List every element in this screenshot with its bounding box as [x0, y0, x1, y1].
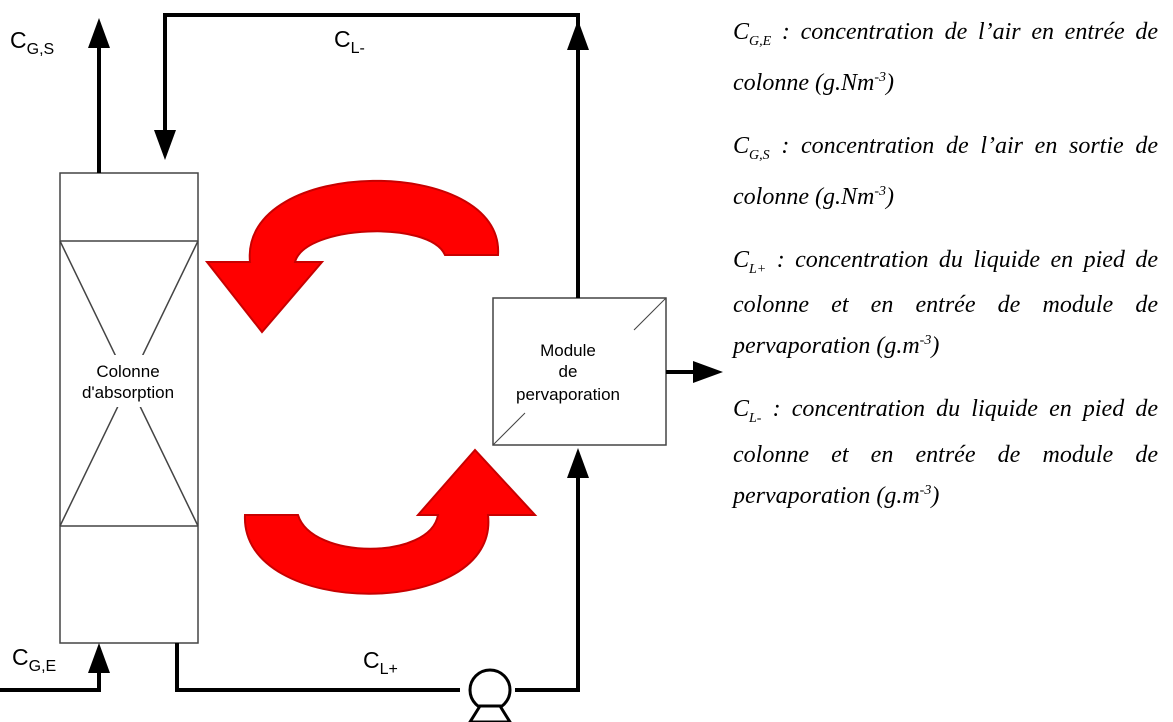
module-label-line3: pervaporation: [516, 385, 620, 404]
legend-symbol: C: [733, 396, 750, 423]
arrowheads: [88, 18, 723, 673]
liquid-outlet-line: [175, 643, 460, 692]
legend-symbol: C: [733, 19, 750, 45]
legend-entry-cl-minus: CL- : concentration du liquide en pied d…: [733, 396, 1158, 510]
gas-inlet-line: [0, 670, 101, 692]
legend-text: concentration du liquide en pied de colo…: [733, 396, 1158, 510]
legend-entry-cgs: CG,S : concentration de l’air en sortie …: [733, 132, 1158, 210]
label-cl-minus: CL-: [334, 26, 365, 57]
label-cl-plus: CL+: [363, 647, 398, 678]
pervaporation-module: [492, 297, 667, 446]
module-label-line2: de: [559, 362, 578, 381]
module-label-line1: Module: [540, 341, 596, 360]
column-inlet-arrow-icon: [154, 130, 176, 160]
legend-entry-cge: CG,E : concentration de l’air en entrée …: [733, 19, 1158, 96]
legend-text: concentration du liquide en pied de colo…: [733, 246, 1158, 360]
module-inlet-arrow-icon: [567, 448, 589, 478]
circulation-arrow-top-icon: [204, 179, 500, 334]
legend-text: concentration de l’air en entrée de colo…: [733, 19, 1158, 96]
legend-entry-cl-plus: CL+ : concentration du liquide en pied d…: [733, 246, 1158, 360]
legend-symbol: C: [733, 132, 750, 159]
legend-symbol: C: [733, 246, 750, 273]
label-cge: CG,E: [12, 644, 56, 675]
legend: CG,E : concentration de l’air en entrée …: [733, 14, 1158, 541]
gas-outlet-arrow-icon: [88, 18, 110, 48]
legend-text: concentration de l’air en sortie de colo…: [733, 132, 1158, 210]
circulation-arrow-bottom-icon: [243, 448, 538, 595]
pump-discharge-line: [515, 470, 580, 692]
return-top-arrow-icon: [567, 20, 589, 50]
column-label-line2: d'absorption: [82, 383, 174, 402]
gas-inlet-arrow-icon: [88, 643, 110, 673]
absorption-column: [59, 172, 199, 644]
permeate-arrow-icon: [693, 361, 723, 383]
pump-icon: [468, 668, 512, 722]
label-cgs: CG,S: [10, 27, 54, 58]
column-label-line1: Colonne: [96, 362, 159, 381]
liquid-return-line: [163, 13, 580, 298]
